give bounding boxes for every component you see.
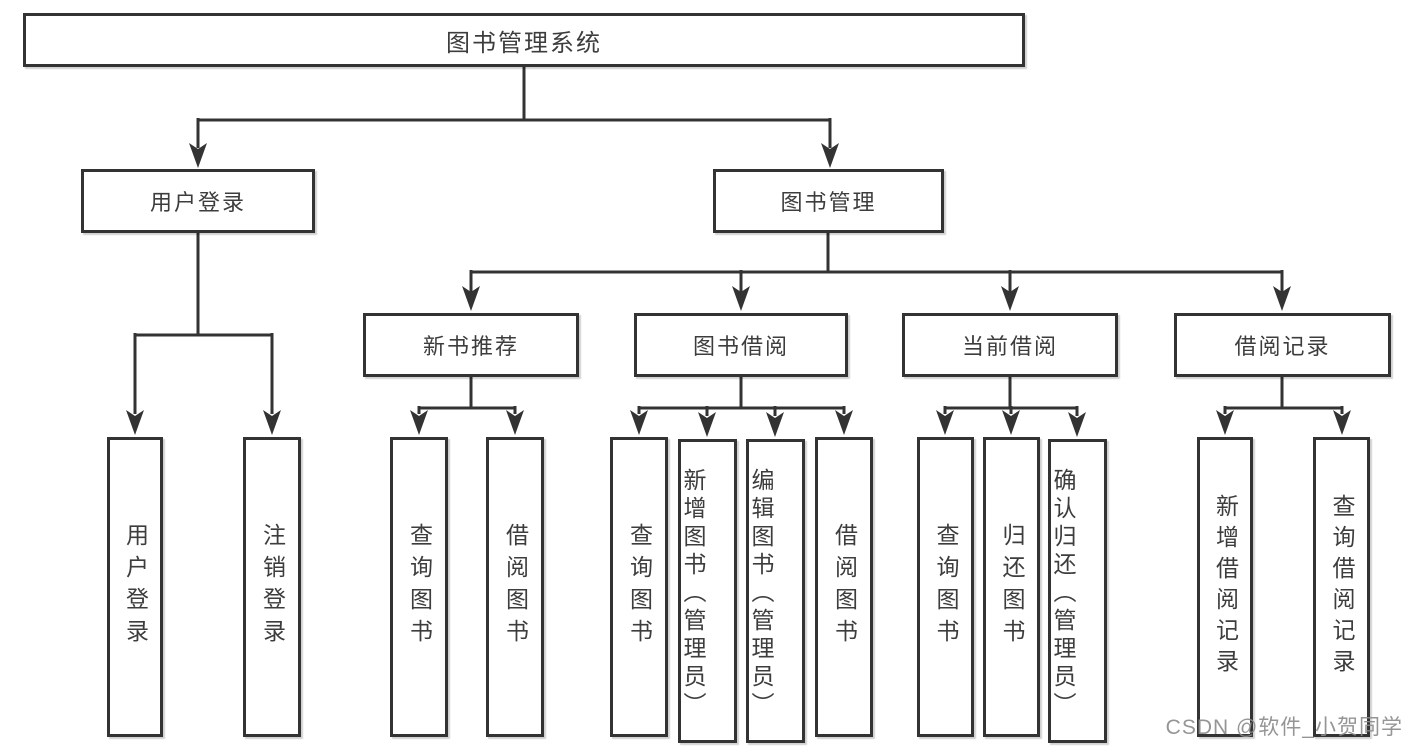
node-label: 借阅图书: [831, 523, 858, 651]
leaf-borrow-books-2: 借阅图书: [815, 437, 873, 737]
node-label: 查询图书: [406, 523, 433, 651]
node-label: 借阅记录: [1234, 334, 1331, 359]
node-label: 查询图书: [626, 523, 653, 651]
node-label: 注销登录: [259, 523, 286, 651]
node-label: 图书管理: [780, 190, 877, 215]
node-label: 新增借阅记录: [1212, 494, 1239, 680]
leaf-query-books-2: 查询图书: [610, 437, 668, 737]
node-new-book-recommendation: 新书推荐: [363, 313, 579, 377]
leaf-add-borrow-record: 新增借阅记录: [1197, 437, 1253, 737]
leaf-borrow-books-1: 借阅图书: [486, 437, 544, 737]
leaf-edit-books-admin: 编辑图书（管理员）: [746, 439, 805, 743]
leaf-query-borrow-record: 查询借阅记录: [1313, 437, 1370, 737]
leaf-add-books-admin: 新增图书（管理员）: [678, 439, 737, 743]
node-label: 新增图书（管理员）: [680, 467, 706, 720]
node-label: 借阅图书: [502, 523, 529, 651]
leaf-logout: 注销登录: [243, 437, 301, 737]
node-label: 新书推荐: [422, 334, 519, 359]
node-label: 查询借阅记录: [1329, 494, 1355, 680]
leaf-query-books-3: 查询图书: [917, 437, 974, 737]
node-label: 图书管理系统: [446, 29, 602, 57]
node-label: 用户登录: [122, 523, 149, 651]
leaf-query-books-1: 查询图书: [390, 437, 448, 737]
node-current-borrowing: 当前借阅: [902, 313, 1118, 377]
node-user-login: 用户登录: [81, 169, 315, 233]
node-book-management: 图书管理: [713, 169, 944, 233]
node-library-management-system: 图书管理系统: [23, 13, 1025, 67]
node-label: 归还图书: [999, 523, 1025, 651]
node-label: 图书借阅: [692, 334, 789, 359]
node-label: 编辑图书（管理员）: [748, 467, 774, 720]
node-borrowing-records: 借阅记录: [1174, 313, 1391, 377]
node-label: 确认归还（管理员）: [1050, 467, 1076, 720]
node-book-borrowing: 图书借阅: [634, 313, 848, 377]
csdn-watermark: CSDN @软件_小贺同学: [1165, 716, 1403, 739]
leaf-confirm-return-admin: 确认归还（管理员）: [1048, 439, 1107, 743]
node-label: 用户登录: [149, 190, 246, 215]
leaf-return-books: 归还图书: [983, 437, 1040, 737]
leaf-user-login: 用户登录: [107, 437, 163, 737]
node-label: 当前借阅: [961, 334, 1058, 359]
node-label: 查询图书: [933, 523, 959, 651]
